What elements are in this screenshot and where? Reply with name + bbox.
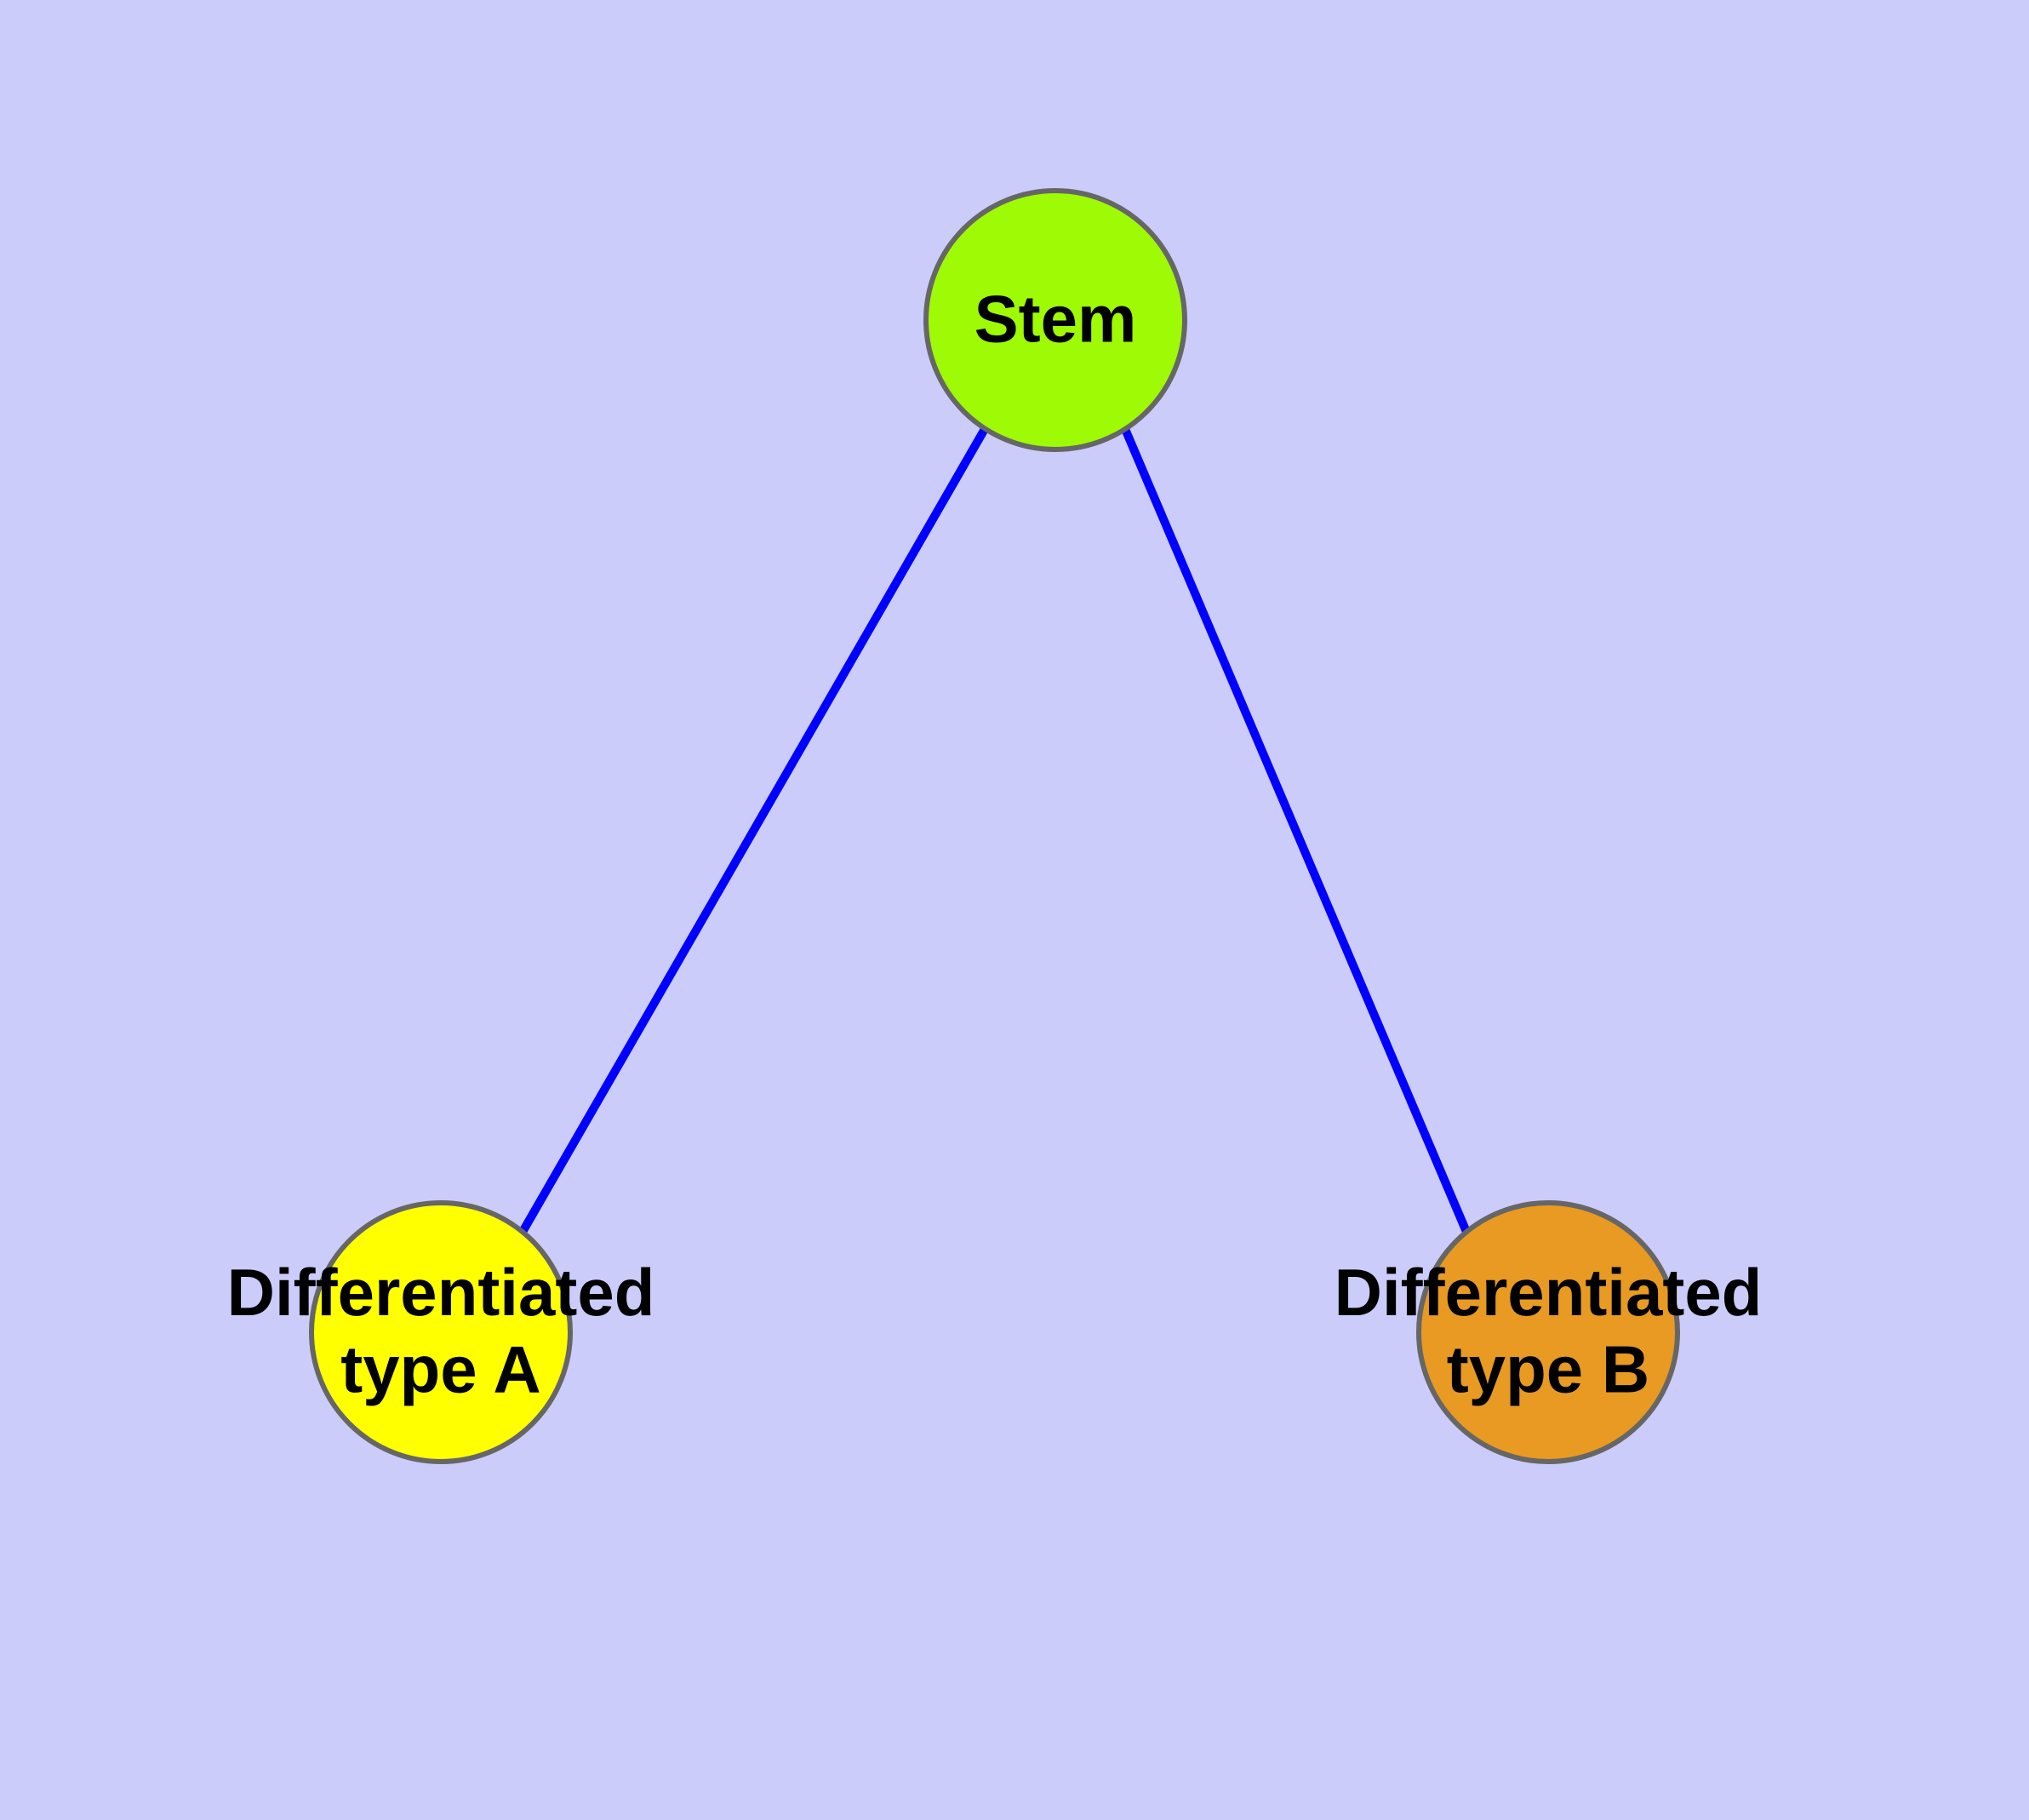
node-label-line: Differentiated — [227, 1255, 655, 1330]
node-label-line: Differentiated — [1335, 1255, 1763, 1330]
node-label-line: type A — [340, 1332, 541, 1407]
node-diff_b[interactable] — [1416, 1200, 1680, 1464]
edge-stem-to-diff-b[interactable] — [1121, 427, 1471, 1233]
edge-stem-to-diff-a[interactable] — [518, 426, 989, 1234]
nodes-group — [309, 188, 1680, 1464]
node-label-line: Stem — [974, 281, 1137, 356]
node-diff_a[interactable] — [309, 1200, 573, 1464]
node-stem[interactable] — [923, 188, 1187, 452]
node-label-line: type B — [1447, 1332, 1649, 1407]
edges-group — [518, 426, 1471, 1234]
node-label-stem: Stem — [974, 281, 1137, 356]
